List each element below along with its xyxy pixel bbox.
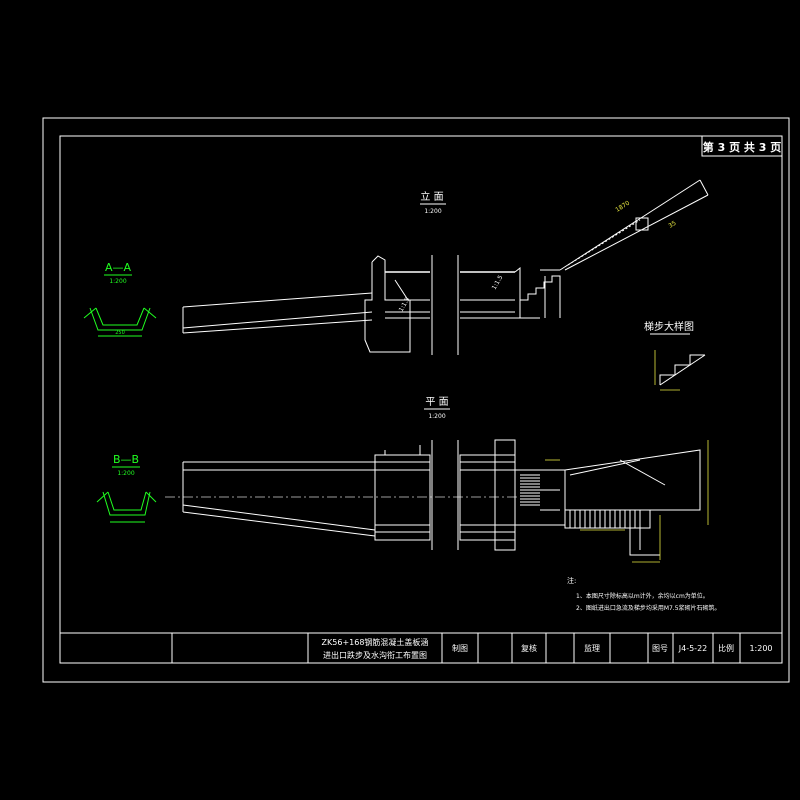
outer-frame [42,117,790,683]
svg-text:250: 250 [115,330,125,336]
drawn-label: 制图 [452,643,468,653]
section-aa: A—A 1:200 250 [83,261,157,337]
svg-text:1:1.5: 1:1.5 [491,274,505,291]
page-counter-box [701,135,783,157]
svg-text:35: 35 [667,220,677,230]
plan-view: 平 面 1:200 [165,397,709,563]
review-label: 复核 [521,643,537,653]
svg-text:1870: 1870 [614,200,631,214]
section-aa-title: A—A [105,261,132,274]
section-bb-title: B—B [113,453,139,466]
section-bb: B—B 1:200 [96,453,157,523]
project-line1: ZK56+168钢筋混凝土盖板涵 [322,637,429,647]
step-detail-title: 梯步大样图 [644,320,694,333]
page-counter: 第 3 页 共 3 页 [703,140,781,154]
svg-text:1:1.5: 1:1.5 [398,296,412,313]
section-aa-scale: 1:200 [109,278,126,285]
elevation-scale: 1:200 [424,208,441,215]
scale-value: 1:200 [749,644,772,653]
note-2: 2、图纸进出口急流及梯步均采用M7.5浆砌片石砌筑。 [576,604,721,612]
elevation-title: 立 面 [420,190,443,203]
title-block: ZK56+168钢筋混凝土盖板涵 进出口跌步及水沟衔工布置图 制图 复核 监理 … [60,632,782,663]
section-bb-scale: 1:200 [117,470,134,477]
scale-label: 比例 [718,643,734,653]
notes-heading: 注: [567,576,576,585]
notes: 注: 1、本图尺寸除标高以m计外，余均以cm为单位。 2、图纸进出口急流及梯步均… [567,576,721,612]
plan-scale: 1:200 [428,413,445,420]
supervise-label: 监理 [584,643,600,653]
drawing-no-label: 图号 [652,644,668,653]
inner-frame [59,135,783,664]
note-1: 1、本图尺寸除标高以m计外，余均以cm为单位。 [576,592,709,600]
elevation-view: 立 面 1:200 1870 35 1:1.5 [182,179,709,355]
drawing-no: J4-5-22 [678,644,708,653]
plan-title: 平 面 [425,397,448,408]
project-line2: 进出口跌步及水沟衔工布置图 [323,650,427,660]
step-detail: 梯步大样图 [644,320,706,391]
